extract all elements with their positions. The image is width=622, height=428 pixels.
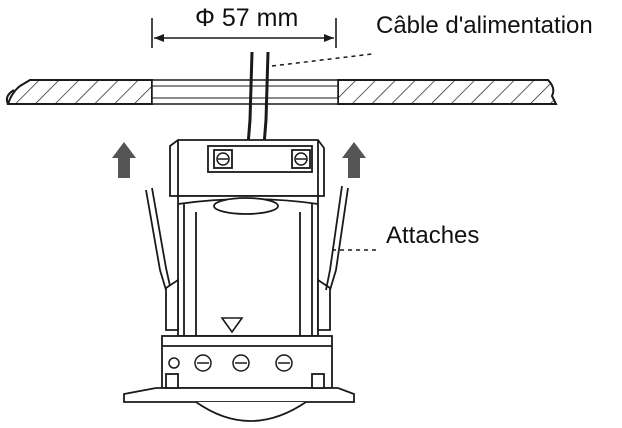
power-cable-label: Câble d'alimentation [376,12,593,39]
ceiling-left [5,79,153,105]
screw-slots [197,158,306,364]
detector-body [123,139,355,422]
cable-leader [271,53,373,67]
up-arrow-icon [112,142,136,178]
ceiling-hole [151,79,339,105]
dimension-line [151,18,337,48]
down-triangle-icon [220,317,244,334]
clips-label: Attaches [386,222,480,249]
spring-clips [145,185,349,291]
diameter-label: Φ 57 mm [195,4,299,32]
ceiling-right [337,79,558,105]
up-arrow-icon [342,142,366,178]
